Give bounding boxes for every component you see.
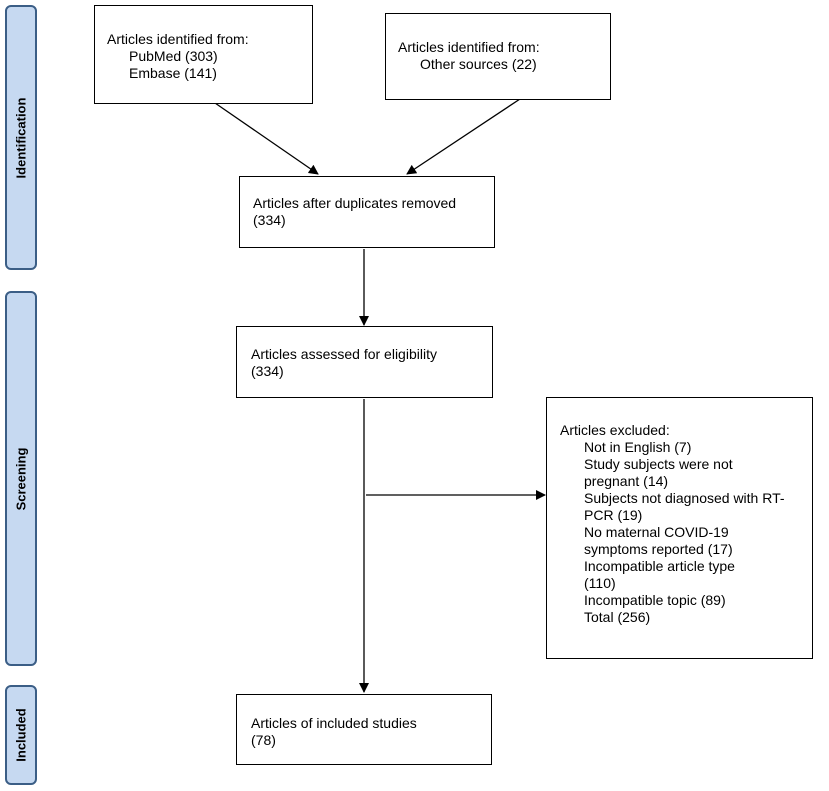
excluded-not-pregnant-line1: Study subjects were not bbox=[584, 456, 733, 472]
after-duplicates-label: Articles after duplicates removed bbox=[253, 195, 457, 211]
box-identified-other: Articles identified from: Other sources … bbox=[385, 13, 611, 100]
phase-included: Included bbox=[5, 685, 37, 785]
excluded-not-pregnant-line2: pregnant (14) bbox=[584, 473, 669, 489]
identified-other-sources: Other sources (22) bbox=[420, 56, 537, 72]
included-count: (78) bbox=[251, 732, 276, 748]
after-duplicates-count: (334) bbox=[253, 212, 286, 228]
box-identified-databases: Articles identified from: PubMed (303) E… bbox=[94, 5, 313, 104]
box-included: Articles of included studies (78) bbox=[236, 694, 492, 765]
excluded-not-rtpcr-line2: PCR (19) bbox=[584, 507, 643, 523]
identified-other-heading: Articles identified from: bbox=[398, 39, 540, 55]
excluded-not-english: Not in English (7) bbox=[584, 439, 692, 455]
arrow-db-to-duplicates bbox=[214, 102, 319, 175]
box-after-duplicates: Articles after duplicates removed (334) bbox=[239, 176, 495, 248]
box-assessed-eligibility: Articles assessed for eligibility (334) bbox=[236, 326, 493, 398]
phase-screening: Screening bbox=[5, 291, 37, 666]
identified-db-embase: Embase (141) bbox=[129, 65, 217, 81]
excluded-no-symptoms-line2: symptoms reported (17) bbox=[584, 541, 733, 557]
phase-identification: Identification bbox=[5, 5, 37, 270]
assessed-count: (334) bbox=[251, 363, 284, 379]
box-excluded: Articles excluded: Not in English (7) St… bbox=[546, 397, 813, 659]
assessed-label: Articles assessed for eligibility bbox=[251, 346, 437, 362]
excluded-no-symptoms-line1: No maternal COVID-19 bbox=[584, 524, 729, 540]
excluded-total: Total (256) bbox=[584, 609, 651, 625]
excluded-topic: Incompatible topic (89) bbox=[584, 592, 726, 608]
excluded-article-type-line1: Incompatible article type bbox=[584, 558, 735, 574]
excluded-heading: Articles excluded: bbox=[560, 422, 670, 438]
included-label: Articles of included studies bbox=[251, 715, 417, 731]
identified-db-pubmed: PubMed (303) bbox=[129, 48, 218, 64]
arrow-other-to-duplicates bbox=[406, 98, 521, 175]
identified-db-heading: Articles identified from: bbox=[107, 31, 249, 47]
excluded-not-rtpcr-line1: Subjects not diagnosed with RT- bbox=[584, 490, 785, 506]
excluded-article-type-line2: (110) bbox=[584, 575, 616, 591]
